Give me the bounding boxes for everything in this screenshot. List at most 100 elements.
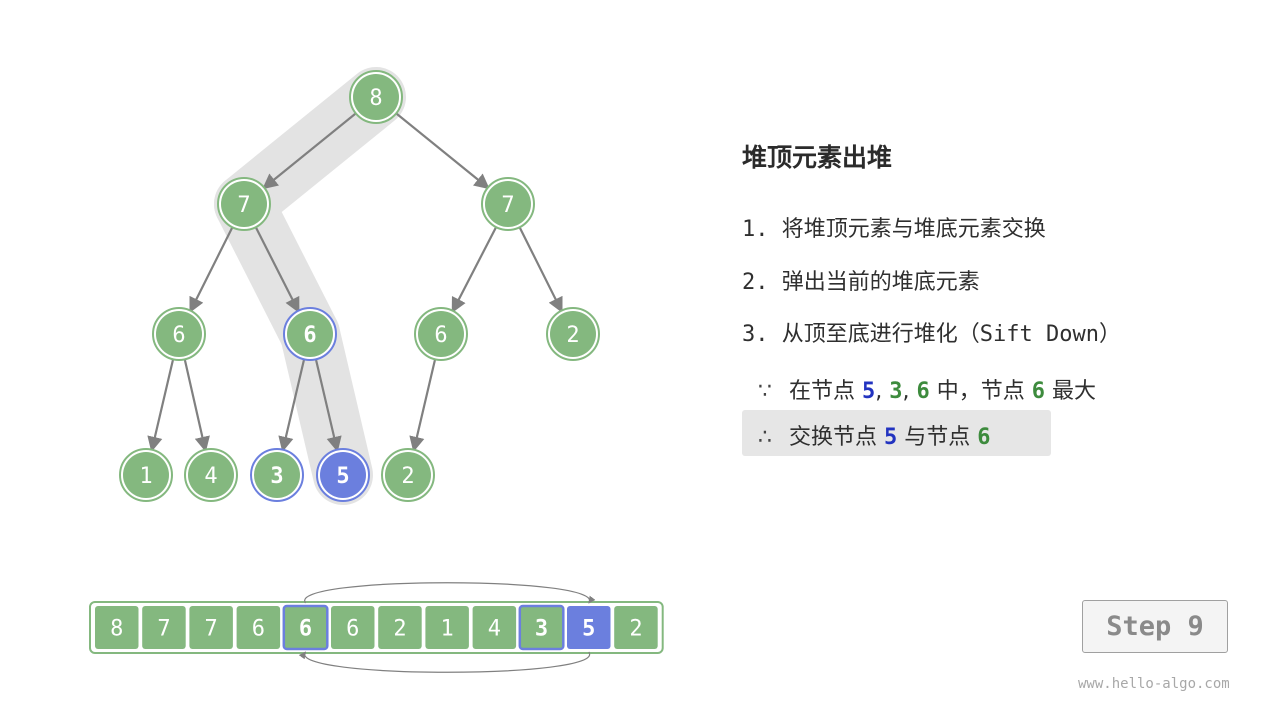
array-cell-value: 1: [441, 617, 454, 642]
node-circle: [485, 181, 531, 227]
tree-edge: [409, 358, 437, 453]
array-cell: 7: [142, 606, 186, 649]
tree-node: 4: [184, 448, 238, 502]
node-value: 2: [566, 323, 579, 348]
array-cell-value: 2: [393, 617, 406, 642]
array-cell-box: [425, 606, 469, 649]
array-cell-box: [236, 606, 281, 649]
array-cell-value: 8: [110, 617, 123, 642]
array-cell-box: [567, 606, 611, 649]
sift-path-highlight: [214, 67, 406, 505]
array-cell-value: 7: [157, 617, 170, 642]
step-badge: Step 9: [1082, 600, 1228, 653]
array-cell-box: [472, 606, 517, 649]
node-value: 2: [401, 464, 414, 489]
array-cell-value: 6: [299, 617, 312, 642]
array-cell-box: [189, 606, 233, 649]
array-cell: 3: [518, 604, 565, 651]
because-suffix: 最大: [1052, 379, 1097, 404]
because-sep-1: ,: [875, 379, 883, 404]
node-circle: [353, 74, 399, 120]
because-symbol: ∵: [758, 379, 772, 404]
because-node-2: 3: [889, 379, 903, 404]
tree-edge: [147, 358, 175, 453]
node-value: 7: [237, 193, 250, 218]
array-cell: 6: [331, 606, 375, 649]
tree-edge: [189, 225, 234, 314]
therefore-symbol: ∴: [758, 425, 772, 450]
array-cell-box: [142, 606, 186, 649]
node-circle: [156, 311, 202, 357]
tree-edge: [183, 358, 210, 453]
step-3-text: 3. 从顶至底进行堆化（Sift Down）: [742, 322, 1121, 347]
array-cell: 6: [282, 604, 329, 651]
node-value: 6: [303, 323, 316, 348]
tree-node: 7: [217, 177, 271, 231]
array-cell-box: [378, 606, 422, 649]
array-cell-value: 6: [252, 617, 265, 642]
tree-edges: [147, 111, 563, 453]
array-cell-value: 5: [582, 617, 595, 642]
watermark: www.hello-algo.com: [1078, 676, 1230, 692]
array-cell-box: [331, 606, 375, 649]
tree-node: 3: [250, 448, 304, 502]
array-cell-value: 3: [535, 617, 548, 642]
node-value: 7: [501, 193, 514, 218]
tree-edge: [254, 225, 300, 314]
array-cell: 8: [95, 606, 139, 649]
tree-node: 5: [316, 448, 370, 502]
panel-title: 堆顶元素出堆: [742, 143, 893, 172]
array-cell: 2: [378, 606, 422, 649]
because-mid: 中，节点: [936, 379, 1025, 404]
node-circle: [221, 181, 267, 227]
array-cell: 6: [236, 606, 281, 649]
step-2-text: 2. 弹出当前的堆底元素: [742, 270, 980, 295]
node-value: 8: [369, 86, 382, 111]
because-line: ∵ 在节点 5, 3, 6 中，节点 6 最大: [758, 373, 1096, 405]
array-cell-box: [518, 604, 565, 651]
node-circle: [254, 452, 300, 498]
array-cell-value: 6: [346, 617, 359, 642]
array-cell-value: 2: [629, 617, 642, 642]
because-prefix: 在节点: [789, 379, 856, 404]
therefore-node-1: 5: [884, 425, 898, 450]
tree-node: 6: [283, 307, 337, 361]
tree-node: 2: [546, 307, 600, 361]
node-value: 3: [270, 464, 283, 489]
tree-node: 7: [481, 177, 535, 231]
node-value: 5: [336, 464, 349, 489]
tree-edge: [451, 225, 498, 314]
tree-node: 1: [119, 448, 173, 502]
array-cell-value: 7: [205, 617, 218, 642]
tree-edge: [518, 225, 563, 314]
because-node-1: 5: [862, 379, 876, 404]
array-cell-box: [95, 606, 139, 649]
because-node-4: 6: [1031, 379, 1046, 404]
node-circle: [385, 452, 431, 498]
therefore-mid: 与节点: [904, 425, 971, 450]
step-1-text: 1. 将堆顶元素与堆底元素交换: [742, 217, 1046, 242]
node-circle: [320, 452, 366, 498]
array-cell-box: [614, 606, 658, 649]
node-circle: [550, 311, 596, 357]
array-cell: 5: [567, 606, 611, 649]
array-cell: 7: [189, 606, 233, 649]
tree-node: 8: [349, 70, 403, 124]
tree-edge: [278, 358, 306, 453]
node-circle: [123, 452, 169, 498]
tree-edge: [314, 358, 342, 453]
array-cell: 4: [472, 606, 517, 649]
node-circle: [188, 452, 234, 498]
tree-node: 6: [152, 307, 206, 361]
node-circle: [287, 311, 333, 357]
because-node-3: 6: [916, 379, 930, 404]
swap-arrow-bottom: [298, 651, 590, 673]
tree-node: 6: [414, 307, 468, 361]
tree-edge: [394, 111, 490, 190]
node-circle: [418, 311, 464, 357]
tree-edge: [262, 111, 358, 190]
therefore-box: ∴ 交换节点 5 与节点 6: [742, 410, 1051, 456]
swap-arrow-top: [304, 582, 596, 604]
